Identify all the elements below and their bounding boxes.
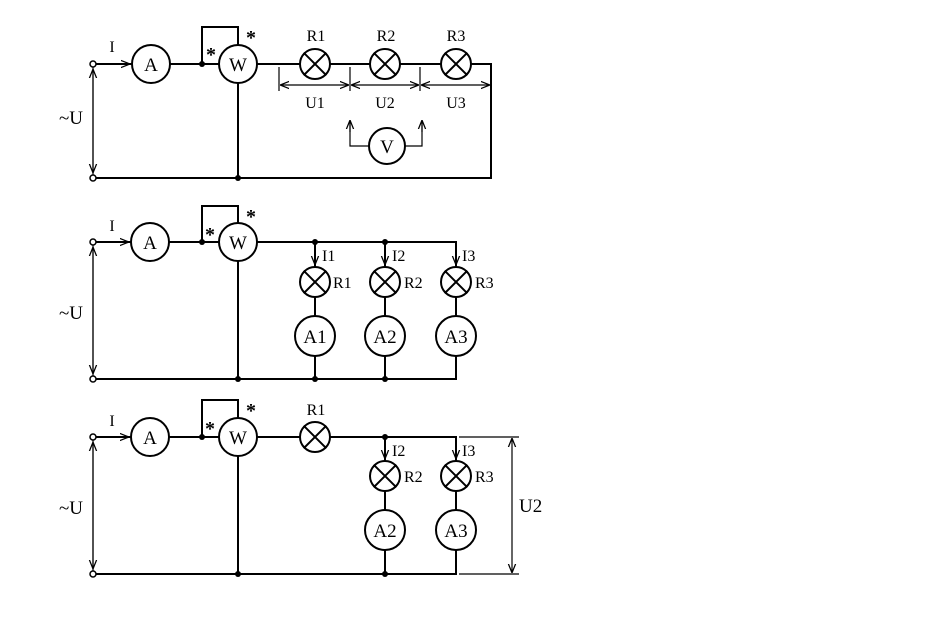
lamp-r2 bbox=[369, 48, 401, 80]
lamp-r3-label: R3 bbox=[475, 469, 494, 486]
wattmeter-label: W bbox=[229, 428, 247, 449]
circuit-2-parallel: I ~U A W * * I1 I2 I3 R1 R2 bbox=[59, 205, 494, 383]
junction-dot bbox=[382, 376, 388, 382]
branch-ammeter-a1-label: A1 bbox=[303, 327, 326, 348]
branch-current-i3-label: I3 bbox=[462, 248, 475, 265]
lamp-r3 bbox=[440, 460, 472, 492]
lamp-r3-label: R3 bbox=[475, 275, 494, 292]
junction-dot bbox=[235, 175, 241, 181]
junction-dot bbox=[312, 376, 318, 382]
branch-ammeter-a2 bbox=[364, 315, 406, 357]
branch-ammeter-a1 bbox=[294, 315, 336, 357]
source-label: ~U bbox=[59, 108, 83, 129]
source-terminal-top bbox=[89, 238, 97, 246]
wattmeter-label: W bbox=[229, 55, 247, 76]
source-terminal-bottom bbox=[89, 174, 97, 182]
lamp-r1 bbox=[299, 48, 331, 80]
source-terminal-bottom bbox=[89, 570, 97, 578]
junction-dot bbox=[235, 571, 241, 577]
branch-current-i1-label: I1 bbox=[322, 248, 335, 265]
wattmeter bbox=[218, 44, 258, 84]
branch-ammeter-a2-label: A2 bbox=[373, 327, 396, 348]
lamp-r2-label: R2 bbox=[404, 275, 423, 292]
branch-ammeter-a3-label: A3 bbox=[444, 521, 467, 542]
junction-dot bbox=[235, 376, 241, 382]
wattmeter-star-current: * bbox=[205, 224, 215, 246]
voltmeter bbox=[368, 127, 406, 165]
lamp-r2 bbox=[369, 460, 401, 492]
lamp-r1-label: R1 bbox=[333, 275, 352, 292]
voltage-u2-label: U2 bbox=[375, 95, 395, 112]
branch-current-i2-label: I2 bbox=[392, 248, 405, 265]
junction-dot bbox=[199, 239, 205, 245]
lamp-r3-label: R3 bbox=[447, 28, 466, 45]
lamp-r1 bbox=[299, 421, 331, 453]
voltage-u2-extension bbox=[459, 436, 519, 575]
ammeter-label: A bbox=[143, 233, 157, 254]
junction-dot bbox=[199, 434, 205, 440]
ammeter bbox=[130, 417, 170, 457]
ammeter-label: A bbox=[144, 55, 158, 76]
current-label: I bbox=[109, 218, 114, 235]
source-terminal-top bbox=[89, 60, 97, 68]
voltage-u3-label: U3 bbox=[446, 95, 466, 112]
circuit-1-series: I ~U A W * * R1 R2 R3 bbox=[59, 26, 492, 182]
lamp-r2-label: R2 bbox=[404, 469, 423, 486]
wattmeter-star-voltage: * bbox=[246, 206, 256, 228]
ammeter-label: A bbox=[143, 428, 157, 449]
source-terminal-top bbox=[89, 433, 97, 441]
current-label: I bbox=[109, 39, 114, 56]
branch-current-i2-label: I2 bbox=[392, 443, 405, 460]
voltmeter-label: V bbox=[380, 137, 394, 158]
source-label: ~U bbox=[59, 498, 83, 519]
branch-ammeter-a3 bbox=[435, 315, 477, 357]
current-label: I bbox=[109, 413, 114, 430]
source-terminal-bottom bbox=[89, 375, 97, 383]
ammeter bbox=[130, 222, 170, 262]
branch-ammeter-a3-label: A3 bbox=[444, 327, 467, 348]
source-label: ~U bbox=[59, 303, 83, 324]
ammeter bbox=[131, 44, 171, 84]
voltage-u1-label: U1 bbox=[305, 95, 325, 112]
branch-ammeter-a2-label: A2 bbox=[373, 521, 396, 542]
wattmeter-star-voltage: * bbox=[246, 400, 256, 422]
wattmeter bbox=[218, 417, 258, 457]
wattmeter-star-current: * bbox=[206, 44, 216, 66]
wattmeter-star-voltage: * bbox=[246, 27, 256, 49]
lamp-r3 bbox=[440, 48, 472, 80]
wattmeter bbox=[218, 222, 258, 262]
junction-dot bbox=[199, 61, 205, 67]
voltage-u2-label: U2 bbox=[519, 496, 542, 517]
lamp-r2-label: R2 bbox=[377, 28, 396, 45]
branch-ammeter-a2 bbox=[364, 509, 406, 551]
lamp-r2 bbox=[369, 266, 401, 298]
wattmeter-star-current: * bbox=[205, 418, 215, 440]
branch-current-i3-label: I3 bbox=[462, 443, 475, 460]
wattmeter-label: W bbox=[229, 233, 247, 254]
circuit-3-mixed: I ~U A W * * R1 I2 I3 R2 bbox=[59, 399, 542, 578]
junction-dot bbox=[382, 571, 388, 577]
branch-ammeter-a3 bbox=[435, 509, 477, 551]
junction-dot bbox=[312, 239, 318, 245]
junction-dot bbox=[382, 434, 388, 440]
lamp-r1 bbox=[299, 266, 331, 298]
lamp-r1-label: R1 bbox=[307, 402, 326, 419]
lamp-r1-label: R1 bbox=[307, 28, 326, 45]
lamp-r3 bbox=[440, 266, 472, 298]
junction-dot bbox=[382, 239, 388, 245]
